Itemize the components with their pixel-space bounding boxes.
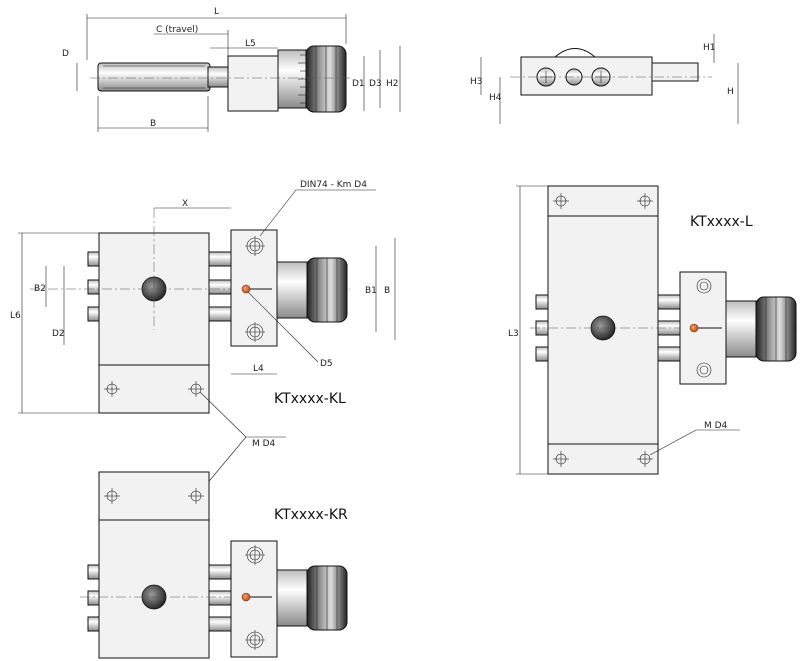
dim-L4: L4 [253,364,264,374]
dim-C: C (travel) [156,25,198,35]
dim-D5: D5 [320,359,333,369]
l-view: L3 M D4 KTxxxx-L [508,185,800,475]
top-block [227,55,279,112]
dim-L: L [214,7,219,17]
kl-scale [276,261,308,319]
dim-L6: L6 [10,311,21,321]
kl-title: KTxxxx-KL [274,391,346,407]
dim-L5: L5 [245,39,256,49]
top-rod [97,62,211,92]
label-MD4-kl: M D4 [252,439,276,449]
dim-H2: H2 [386,79,399,89]
kr-view: KTxxxx-KR [80,471,350,659]
dim-D1: D1 [352,79,365,89]
dim-L3: L3 [508,329,519,339]
dim-B1: B1 [365,286,377,296]
dim-D3: D3 [369,79,382,89]
label-MD4-l: M D4 [704,421,728,431]
dim-X: X [182,199,188,209]
kr-clamp [230,540,278,658]
scale-ticks [298,54,306,104]
l-pin [689,323,699,333]
kl-rod-left-top [87,251,101,267]
dim-H3: H3 [470,77,483,87]
dim-H4: H4 [489,93,502,103]
side-view: H3 H4 H1 H [470,34,739,124]
kl-clamp [230,229,278,347]
kr-title: KTxxxx-KR [274,507,348,523]
kl-pin [241,284,251,294]
dim-B2: B2 [34,284,46,294]
dim-B: B [150,119,156,129]
dim-D2: D2 [52,329,65,339]
l-scale [725,300,757,358]
top-view: L C (travel) L5 D B D1 D3 H2 [62,7,401,132]
kl-view: X DIN74 - Km D4 L6 B2 D2 B1 B L4 D5 KTxx… [10,180,396,493]
dim-H: H [727,87,734,97]
side-knob-arc [554,48,596,58]
side-tongue [651,62,699,82]
kr-pin [241,592,251,602]
dim-D: D [62,49,69,59]
dim-B: B [384,286,390,296]
l-title: KTxxxx-L [690,214,753,230]
label-DIN: DIN74 - Km D4 [300,180,367,190]
top-neck [207,66,229,88]
dim-H1: H1 [703,43,716,53]
kr-scale [276,569,308,627]
